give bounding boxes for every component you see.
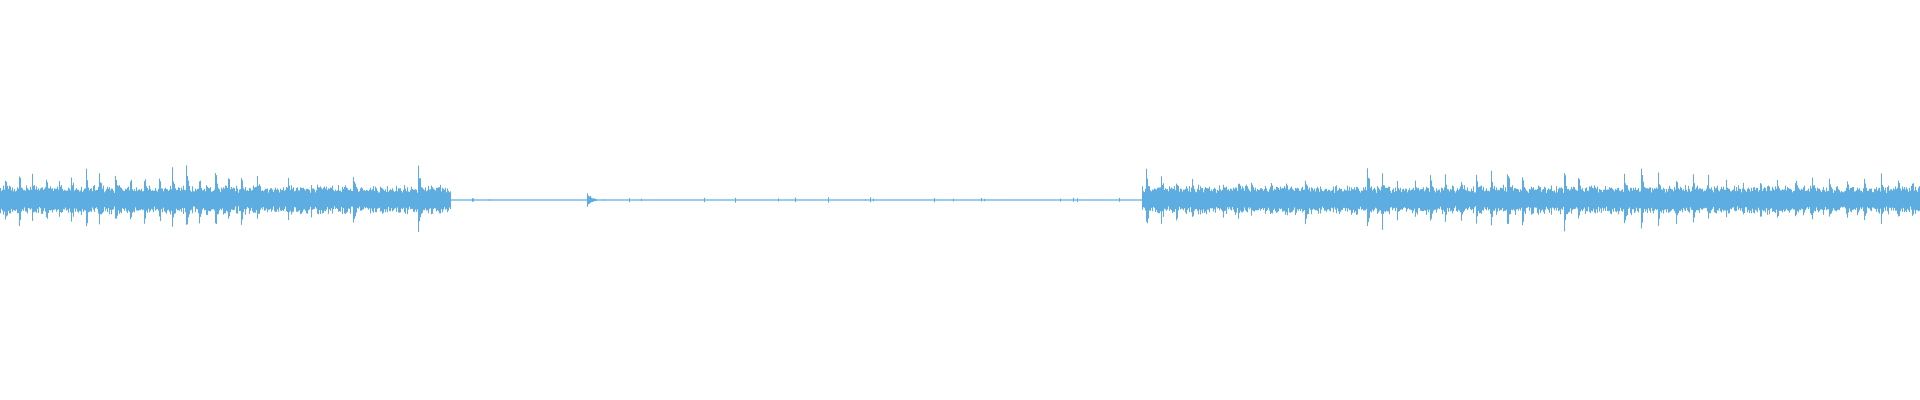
waveform-path (0, 165, 1920, 232)
waveform-bars (0, 165, 1920, 232)
